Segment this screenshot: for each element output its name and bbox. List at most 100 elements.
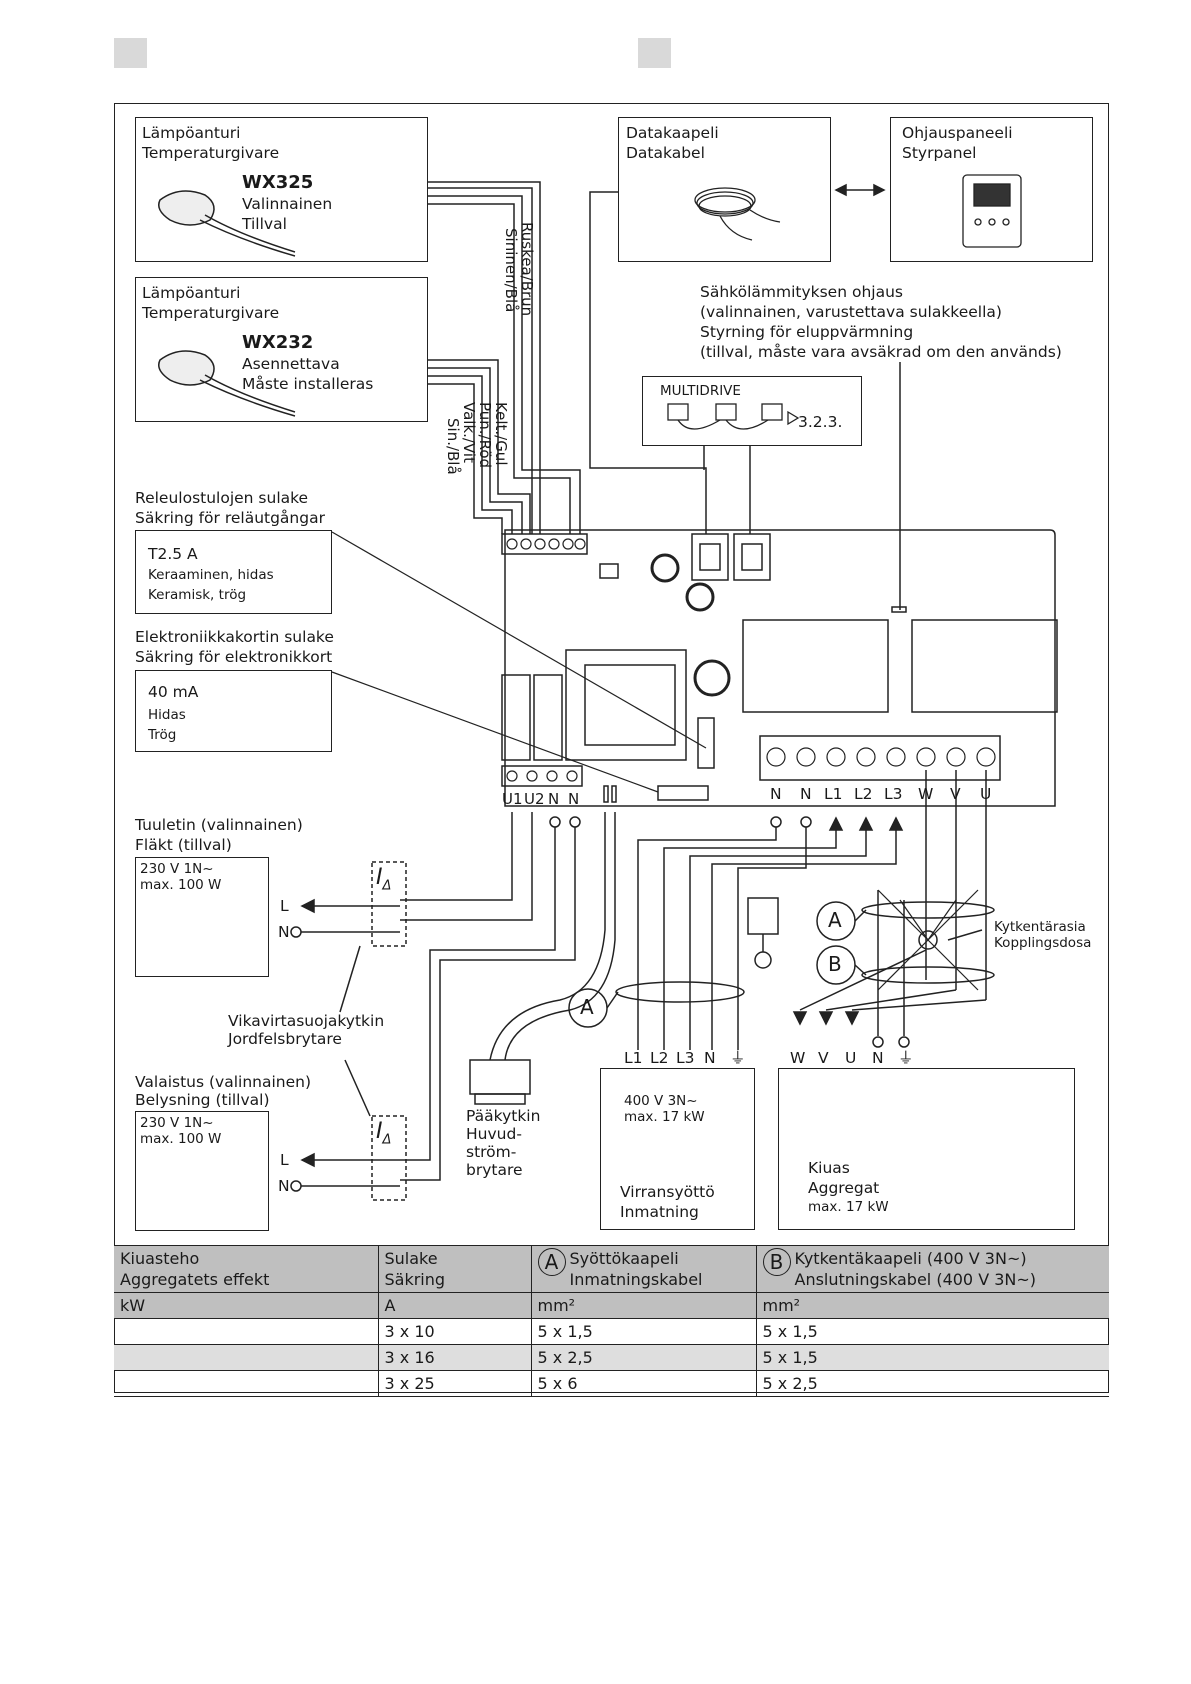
heater-term-pe: ⏚ <box>898 1049 914 1067</box>
panel-label2: Styrpanel <box>902 144 977 162</box>
unit-connect: mm² <box>755 1292 1109 1319</box>
cable-label-a-top: A <box>828 908 842 932</box>
light-N: N <box>278 1177 290 1195</box>
rcd-symbol-top: IΔ <box>376 865 392 894</box>
sensor-wx325-icon <box>158 190 296 257</box>
heater-term-v: V <box>818 1049 829 1067</box>
heater-l3: max. 17 kW <box>808 1199 889 1215</box>
cell-power <box>114 1344 378 1371</box>
multidrive-icon <box>667 403 800 430</box>
board-fuse-l1: Elektroniikkakortin sulake <box>135 628 334 646</box>
terminal-r-l3: L3 <box>884 785 903 803</box>
supply-l1: Virransyöttö <box>620 1183 715 1201</box>
heater-term-n: N <box>872 1049 884 1067</box>
sensor1-title1: Lämpöanturi <box>142 124 241 142</box>
sensor1-model: WX325 <box>242 172 314 193</box>
cell-supply: 5 x 6 <box>530 1370 756 1397</box>
multidrive-label: MULTIDRIVE <box>660 383 741 399</box>
datacable-icon <box>694 187 781 241</box>
light-spec1: 230 V 1N~ <box>140 1115 214 1131</box>
light-spec2: max. 100 W <box>140 1131 222 1147</box>
heating-control-l3: Styrning för eluppvärmning <box>700 323 914 341</box>
light-l2: Belysning (tillval) <box>135 1091 270 1109</box>
supply-term-l3: L3 <box>676 1049 695 1067</box>
table-row: 3 x 10 5 x 1,5 5 x 1,5 <box>114 1318 1109 1345</box>
relay-fuse-rating: T2.5 A <box>148 545 198 563</box>
page-marker-left <box>114 38 147 68</box>
terminal-r-u: U <box>980 785 992 803</box>
supply-term-n: N <box>704 1049 716 1067</box>
fan-spec2: max. 100 W <box>140 877 222 893</box>
board-fuse-d2: Trög <box>148 727 177 743</box>
terminal-n1: N <box>548 790 560 808</box>
page-marker-right <box>638 38 671 68</box>
sensor2-opt2: Måste installeras <box>242 375 374 393</box>
junction-l1: Kytkentärasia <box>994 919 1086 935</box>
cell-power <box>114 1318 378 1345</box>
sensor2-opt1: Asennettava <box>242 355 340 373</box>
table-unit-row: kW A mm² mm² <box>114 1292 1109 1319</box>
fan-l1: Tuuletin (valinnainen) <box>135 816 303 834</box>
multidrive-ref: 3.2.3. <box>798 413 843 431</box>
main-switch-l2: Huvud- <box>466 1125 522 1143</box>
terminal-r-w: W <box>918 785 934 803</box>
fan-spec1: 230 V 1N~ <box>140 861 214 877</box>
sensor1-opt1: Valinnainen <box>242 195 333 213</box>
datacable-box <box>618 117 831 262</box>
heating-control-l2: (valinnainen, varustettava sulakkeella) <box>700 303 1002 321</box>
control-panel-icon <box>962 174 1022 248</box>
supply-term-l2: L2 <box>650 1049 669 1067</box>
heating-control-l4: (tillval, måste vara avsäkrad om den anv… <box>700 343 1062 361</box>
heater-l1: Kiuas <box>808 1159 850 1177</box>
sensor-wx232-icon <box>158 350 296 417</box>
junction-l2: Kopplingsdosa <box>994 935 1092 951</box>
relay-fuse-d1: Keraaminen, hidas <box>148 567 274 583</box>
sensor1-opt2: Tillval <box>242 215 287 233</box>
board-fuse-l2: Säkring för elektronikkort <box>135 648 333 666</box>
light-L: L <box>280 1151 289 1169</box>
unit-supply: mm² <box>530 1292 756 1319</box>
supply-spec1: 400 V 3N~ <box>624 1093 698 1109</box>
rcd-l1: Vikavirtasuojakytkin <box>228 1012 385 1030</box>
heater-box <box>778 1068 1075 1230</box>
supply-box <box>600 1068 755 1230</box>
main-switch-l1: Pääkytkin <box>466 1107 541 1125</box>
panel-label1: Ohjauspaneeli <box>902 124 1013 142</box>
cell-connect: 5 x 2,5 <box>755 1370 1109 1397</box>
cable-label-b: B <box>828 952 842 976</box>
heater-term-u: U <box>845 1049 857 1067</box>
main-switch-l4: brytare <box>466 1161 523 1179</box>
unit-power: kW <box>114 1292 378 1319</box>
fan-N: N <box>278 923 290 941</box>
light-l1: Valaistus (valinnainen) <box>135 1073 312 1091</box>
relay-fuse-d2: Keramisk, trög <box>148 587 247 603</box>
supply-term-l1: L1 <box>624 1049 643 1067</box>
sensor1-title2: Temperaturgivare <box>142 144 280 162</box>
terminal-r-l2: L2 <box>854 785 873 803</box>
terminal-u1: U1 <box>502 790 523 808</box>
fan-L: L <box>280 897 289 915</box>
cable-b-badge: B <box>762 1248 791 1276</box>
board-fuse-rating: 40 mA <box>148 683 199 701</box>
cable-label-a-bottom: A <box>580 995 594 1019</box>
datacable-label1: Datakaapeli <box>626 124 719 142</box>
terminal-r-l1: L1 <box>824 785 843 803</box>
heater-term-w: W <box>790 1049 806 1067</box>
rcd-l2: Jordfelsbrytare <box>228 1030 342 1048</box>
supply-spec2: max. 17 kW <box>624 1109 705 1125</box>
cell-supply: 5 x 1,5 <box>530 1318 756 1345</box>
cell-fuse: 3 x 25 <box>377 1370 531 1397</box>
cell-connect: 5 x 1,5 <box>755 1344 1109 1371</box>
heating-control-l1: Sähkölämmityksen ohjaus <box>700 283 903 301</box>
unit-fuse: A <box>377 1292 531 1319</box>
table-row: 3 x 16 5 x 2,5 5 x 1,5 <box>114 1344 1109 1371</box>
cell-supply: 5 x 2,5 <box>530 1344 756 1371</box>
relay-fuse-l2: Säkring för reläutgångar <box>135 509 325 527</box>
